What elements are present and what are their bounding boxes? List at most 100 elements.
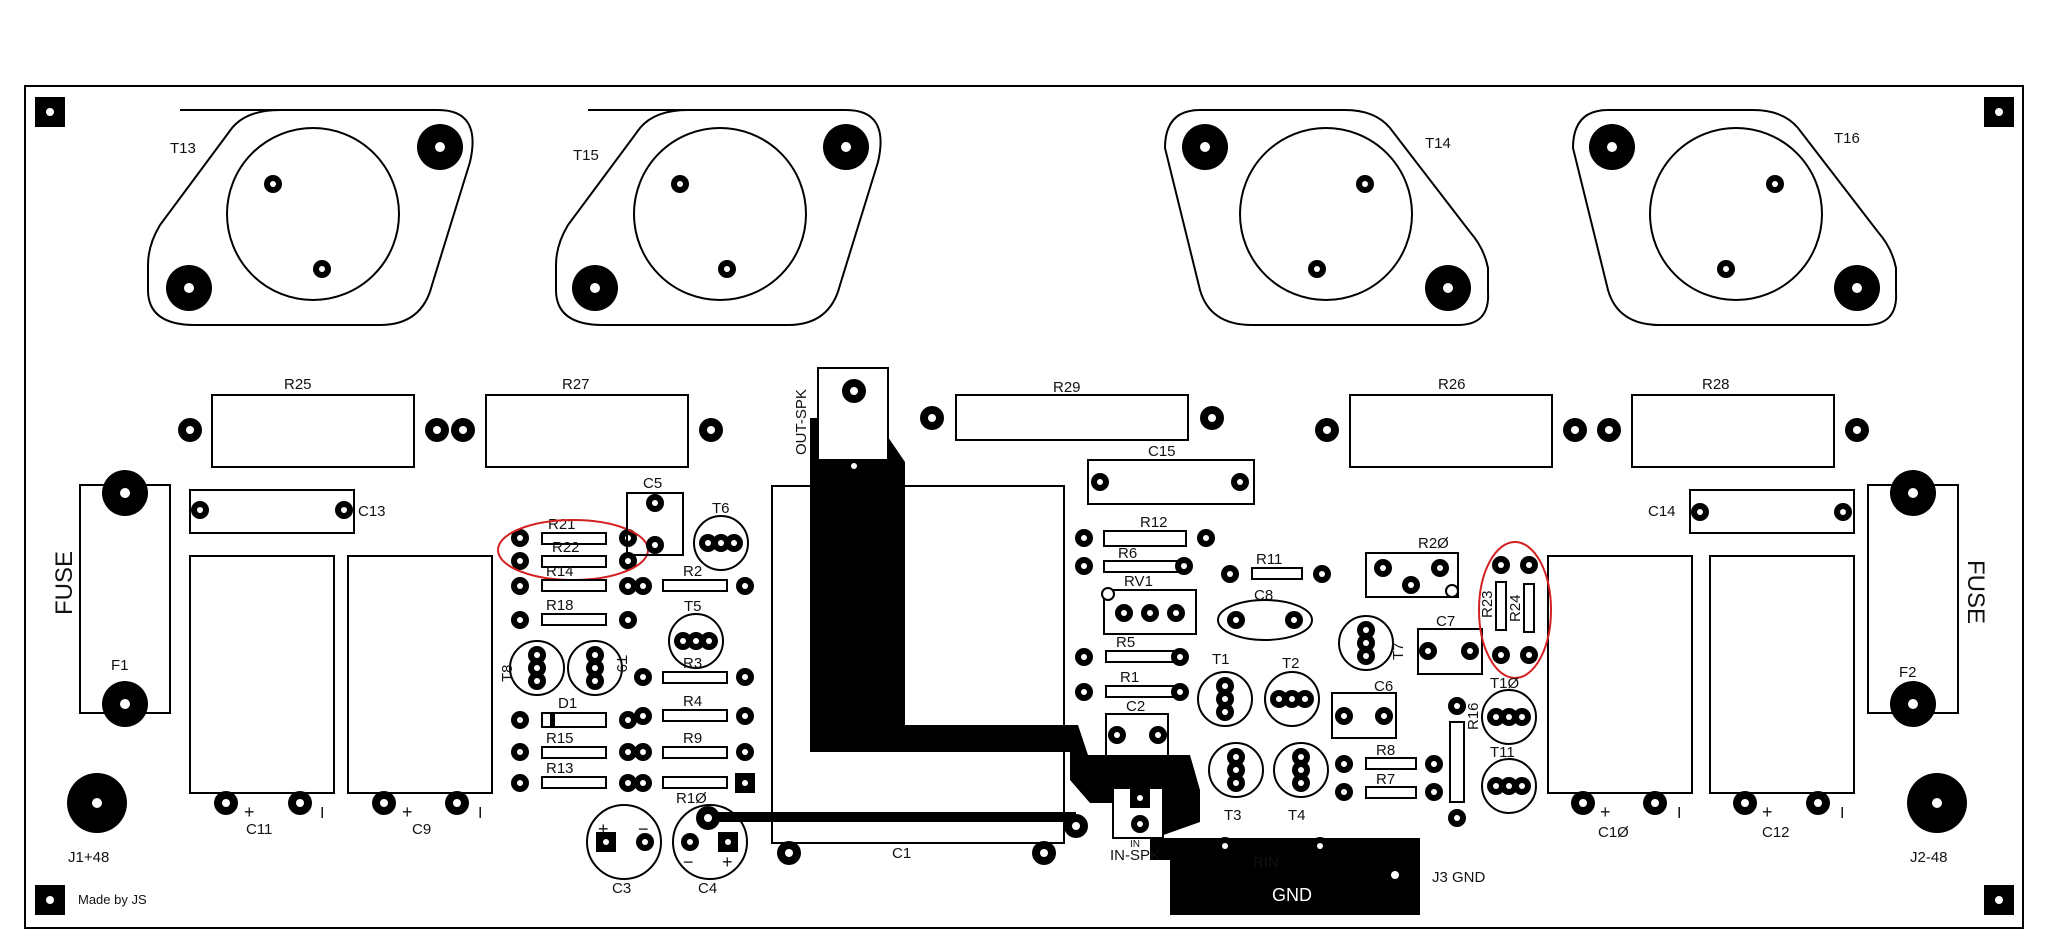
resistor-r23: R23 [1479,556,1510,664]
connector-out-spk: OUT-SPK [793,367,889,469]
label-r16: R16 [1465,702,1482,730]
label-c11: C11 [246,821,272,838]
label-j1: J1+48 [68,849,109,866]
to3-transistor-t13: T13 [147,109,474,326]
label-t8: T8 [499,664,516,682]
label-r15: R15 [546,730,574,747]
label-c14: C14 [1648,503,1676,520]
credit-text: Made by JS [78,892,147,907]
label-c4: C4 [698,880,717,897]
label-c1: C1 [892,845,911,862]
capacitor-c13: C13 [189,489,386,534]
bar-c9: I [478,805,482,822]
resistor-r16: R16 [1448,697,1482,827]
label-r3: R3 [683,655,702,672]
resistor-r4: R4 [634,693,754,725]
label-t6: T6 [712,500,730,517]
label-r6: R6 [1118,545,1137,562]
label-t11: T11 [1490,744,1515,761]
resistor-r3: R3 [634,655,754,686]
label-r5: R5 [1116,634,1135,651]
resistor-r18: R18 [511,597,637,629]
label-r4: R4 [683,693,702,710]
resistor-r25: R25 [178,376,449,468]
capacitor-c8: C8 [1217,587,1313,641]
label-t7: T7 [1390,642,1407,660]
label-r7: R7 [1376,771,1395,788]
label-f1: F1 [111,657,129,674]
minus-c3: − [638,819,649,839]
label-r28: R28 [1702,376,1730,393]
label-r8: R8 [1376,742,1395,759]
trimmer-r20: R2Ø [1365,535,1459,598]
label-r25: R25 [284,376,312,393]
label-c15: C15 [1148,443,1176,460]
transistor-t5: T5 [669,598,723,668]
resistor-r11: R11 [1221,551,1331,583]
label-r24: R24 [1507,594,1524,622]
fuse-f1: FUSE F1 [51,470,171,727]
transistor-t1: T1 [1198,651,1252,726]
label-t5: T5 [684,598,702,615]
resistor-r2: R2 [634,563,754,595]
capacitor-c4: − + C4 [672,804,748,897]
label-c12: C12 [1762,824,1790,841]
label-fuse-right: FUSE [1962,560,1989,624]
transistor-t10: T1Ø [1482,675,1536,744]
label-r22: R22 [552,539,580,556]
board-outline [24,85,2024,929]
capacitor-c12: + I C12 [1709,555,1855,841]
copper-traces [708,418,1420,915]
label-gnd: GND [1272,885,1312,905]
label-j3: J3 GND [1432,869,1486,886]
capacitor-c3: + − C3 [586,804,662,897]
transistor-t9: T9 [568,641,630,695]
capacitor-c2: C2 [1105,698,1169,758]
label-r10: R1Ø [676,790,707,807]
resistor-r8: R8 [1335,742,1443,773]
label-r18: R18 [546,597,574,614]
label-t1: T1 [1212,651,1230,668]
label-r1: R1 [1120,669,1139,686]
connector-in-spk: IN IN-SPK [1110,787,1164,864]
transistor-t6: T6 [694,500,748,570]
label-out-spk: OUT-SPK [793,389,810,455]
label-r26: R26 [1438,376,1466,393]
capacitor-c5: C5 [626,475,684,556]
label-r29: R29 [1053,379,1081,396]
resistor-r6: R6 [1075,545,1193,575]
resistor-r1: R1 [1075,669,1189,701]
resistor-r27: R27 [451,376,723,468]
capacitor-c11: + I C11 [189,555,335,838]
resistor-r15: R15 [511,730,637,761]
label-t16: T16 [1834,130,1860,147]
label-rv1: RV1 [1124,573,1153,590]
transistor-t3: T3 [1209,743,1263,824]
resistor-r24: R24 [1507,556,1538,664]
label-c6: C6 [1374,678,1393,695]
label-t14: T14 [1425,135,1451,152]
label-j2: J2-48 [1910,849,1948,866]
label-c3: C3 [612,880,631,897]
transistor-t11: T11 [1482,744,1536,813]
resistor-r28: R28 [1597,376,1869,468]
resistor-r9: R9 [634,730,754,761]
label-c2: C2 [1126,698,1145,715]
capacitor-c6: C6 [1331,678,1397,739]
transistor-t2: T2 [1265,655,1319,726]
label-r20: R2Ø [1418,535,1449,552]
transistor-t7: T7 [1339,616,1407,670]
label-r12: R12 [1140,514,1168,531]
resistor-r13: R13 [511,760,637,792]
plus-c11: + [244,802,255,822]
label-r23: R23 [1479,590,1496,618]
connector-j3: J3 GND [1391,869,1486,886]
minus-c4: − [683,852,694,872]
label-rin: RIN [1253,854,1279,871]
label-d1: D1 [558,695,577,712]
connector-j2: J2-48 [1907,773,1967,866]
label-in: IN [1130,839,1140,850]
plus-c10: + [1600,802,1611,822]
resistor-r12: R12 [1075,514,1215,547]
connector-j1: J1+48 [67,773,127,866]
